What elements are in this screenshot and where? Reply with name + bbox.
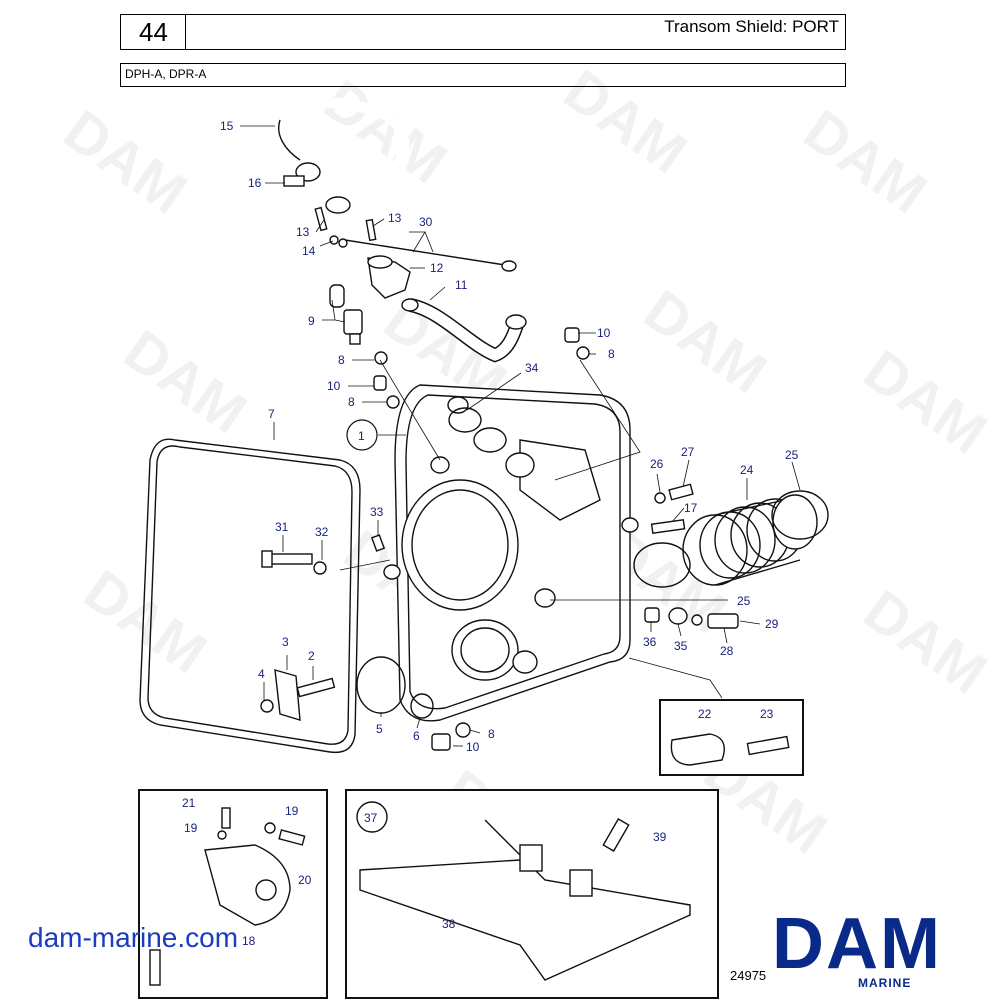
part-16-hose-clamp [283,162,321,187]
callout-11: 11 [455,278,468,292]
callout-15: 15 [220,119,234,133]
callout-1-circle [346,419,378,451]
callout-35: 35 [674,639,688,653]
detail-box-18-21 [138,789,328,999]
callout-30: 30 [419,215,433,229]
callout-29: 29 [765,617,779,631]
part-9-plug [329,284,363,345]
part-8-10-plugs [373,327,590,409]
callout-10: 10 [466,740,480,754]
callout-27: 27 [681,445,695,459]
callout-4: 4 [258,667,265,681]
callout-8: 8 [608,347,615,361]
watermark-text: DAM [553,57,698,186]
callout-34: 34 [525,361,539,375]
watermark-text: DAM [53,97,198,226]
website-url[interactable]: dam-marine.com [28,922,239,953]
part-28-29-35-36-fittings [644,607,739,629]
callout-20: 20 [298,873,312,887]
callout-14: 14 [302,244,316,258]
callout-19: 19 [184,821,198,835]
detail-box-22-23 [659,699,804,776]
callout-32: 32 [315,525,329,539]
callout-12: 12 [430,261,444,275]
part-15-hose [275,97,410,215]
detail-box-37-39 [345,789,719,999]
part-30-cable [344,239,517,272]
callout-7: 7 [268,407,275,421]
title-box: Transom Shield: PORT [185,14,846,50]
part-34-gasket [447,396,469,414]
watermark-text: DAM [853,337,998,466]
callout-8: 8 [488,727,495,741]
callout-9: 9 [308,314,315,328]
callout-25: 25 [785,448,799,462]
drawing-reference-number: 24975 [730,968,767,983]
callout-33: 33 [370,505,384,519]
part-13-screws [314,206,377,248]
part-25-clamps [633,490,829,588]
callout-39: 39 [653,830,667,844]
callout-31: 31 [275,520,289,534]
callout-3: 3 [282,635,289,649]
callout-21: 21 [182,796,196,810]
watermark-text: DAM [793,97,938,226]
part-17-26-27-fasteners [650,483,694,534]
callout-6: 6 [413,729,420,743]
model-box: DPH-A, DPR-A [120,63,846,87]
page-title: Transom Shield: PORT [664,17,839,36]
callout-labels: 15 16 13 13 30 14 12 11 9 8 10 8 10 8 34… [182,119,799,948]
callout-38: 38 [442,917,456,931]
callout-2: 2 [308,649,315,663]
part-31-32-33-bolts [261,534,386,575]
dam-logo: DAM [772,904,942,984]
callout-19: 19 [285,804,299,818]
callout-8: 8 [338,353,345,367]
callout-1: 1 [358,429,365,443]
leader-lines [240,125,801,747]
callout-36: 36 [643,635,657,649]
callout-23: 23 [760,707,774,721]
watermark-text: DAM [853,577,998,706]
callout-5: 5 [376,722,383,736]
part-12-fitting [367,255,411,299]
page-number-text: 44 [139,16,168,47]
callout-22: 22 [698,707,712,721]
callout-26: 26 [650,457,664,471]
callout-37: 37 [364,811,378,825]
part-2-3-4-bracket [260,669,336,721]
watermark-text: DAM [113,317,258,446]
callout-13: 13 [388,211,402,225]
callout-28: 28 [720,644,734,658]
callout-25: 25 [737,594,751,608]
callout-24: 24 [740,463,754,477]
callout-10: 10 [327,379,341,393]
watermark-text: DAM [633,277,778,406]
callout-13: 13 [296,225,310,239]
callout-17: 17 [684,501,698,515]
part-11-hose [401,298,527,363]
part-1-transom-shield [383,384,639,722]
model-list: DPH-A, DPR-A [125,67,207,81]
part-24-bellows [682,494,818,586]
callout-18: 18 [242,934,256,948]
callout-16: 16 [248,176,262,190]
dam-logo-subtitle: MARINE [858,976,912,990]
callout-8: 8 [348,395,355,409]
callout-10: 10 [597,326,611,340]
page-number: 44 [120,14,186,50]
part-7-gasket [139,438,361,754]
